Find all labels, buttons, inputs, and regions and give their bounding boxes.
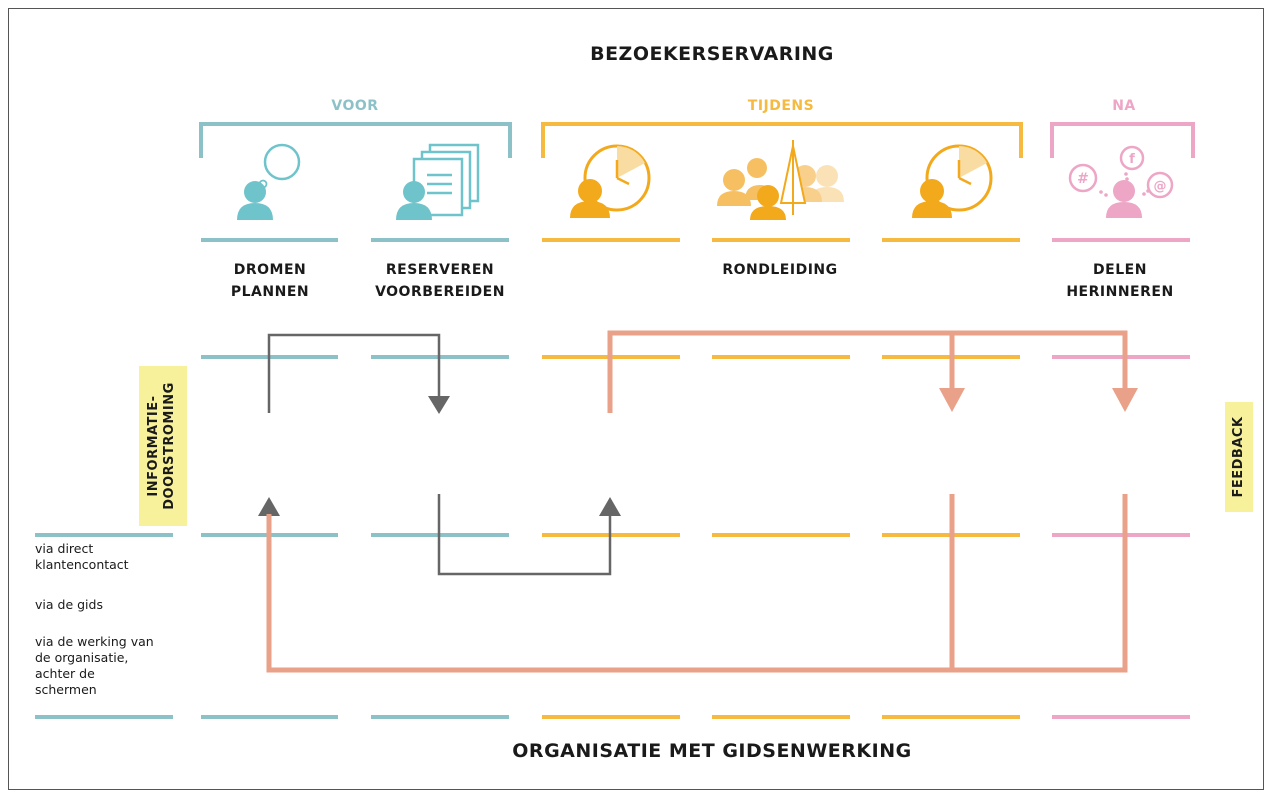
stage-dromen-plannen: DROMEN PLANNEN [200, 259, 340, 303]
person-thinking-icon [237, 143, 301, 220]
feedback-arrow-bottom [266, 494, 1128, 673]
frame [8, 8, 1264, 790]
stage-delen-herinneren: DELEN HERINNEREN [1050, 259, 1190, 303]
title-organisatie: ORGANISATIE MET GIDSENWERKING [512, 740, 912, 762]
row-label-gids: via de gids [35, 597, 103, 612]
stage-delen-line1: DELEN [1093, 262, 1147, 278]
row-direct-line2: klantencontact [35, 557, 129, 572]
person-clock-icon [912, 144, 993, 218]
stage-delen-line2: HERINNEREN [1066, 284, 1174, 300]
feedback-arrow-top [607, 330, 1128, 413]
person-social-icon: # f @ [1068, 145, 1174, 218]
row-werking-line3: achter de [35, 666, 95, 681]
stage-dromen-line2: PLANNEN [230, 284, 310, 300]
row-label-werking: via de werking van de organisatie, achte… [35, 634, 154, 698]
row-direct-line1: via direct [35, 541, 94, 556]
person-documents-icon [396, 143, 480, 220]
person-clock-icon [570, 144, 651, 218]
stage-dromen-line1: DROMEN [233, 262, 307, 278]
stage-rondleiding: RONDLEIDING [722, 262, 838, 278]
row-label-direct: via direct klantencontact [35, 541, 129, 573]
arrowhead-down-salmon-left [939, 388, 965, 412]
info-flow-arrow-bottom [437, 494, 612, 576]
svg-text:f: f [1129, 152, 1135, 167]
row-werking-line2: de organisatie, [35, 650, 129, 665]
phase-na-label: NA [1112, 98, 1136, 114]
svg-text:#: # [1077, 171, 1089, 187]
bracket-voor [199, 122, 512, 158]
arrowhead-down-salmon-right [1112, 388, 1138, 412]
phase-tijdens-label: TIJDENS [747, 98, 815, 114]
phase-voor-label: VOOR [331, 98, 379, 114]
bracket-tijdens [541, 122, 1023, 158]
stage-reserveren-line2: VOORBEREIDEN [375, 284, 505, 300]
row-werking-line1: via de werking van [35, 634, 154, 649]
svg-text:@: @ [1154, 179, 1167, 194]
title-bezoekerservaring: BEZOEKERSERVARING [590, 43, 834, 65]
stage-reserveren-voorbereiden: RESERVEREN VOORBEREIDEN [360, 259, 520, 303]
row-werking-line4: schermen [35, 682, 97, 697]
stage-reserveren-line1: RESERVEREN [385, 262, 495, 278]
arrowhead-down-gray [428, 396, 450, 414]
arrowhead-up-gray-right [599, 497, 621, 516]
arrowhead-up-gray-left [258, 497, 280, 516]
group-guide-icon [717, 140, 844, 220]
info-flow-arrow-top [267, 333, 441, 413]
bracket-na [1050, 122, 1195, 158]
